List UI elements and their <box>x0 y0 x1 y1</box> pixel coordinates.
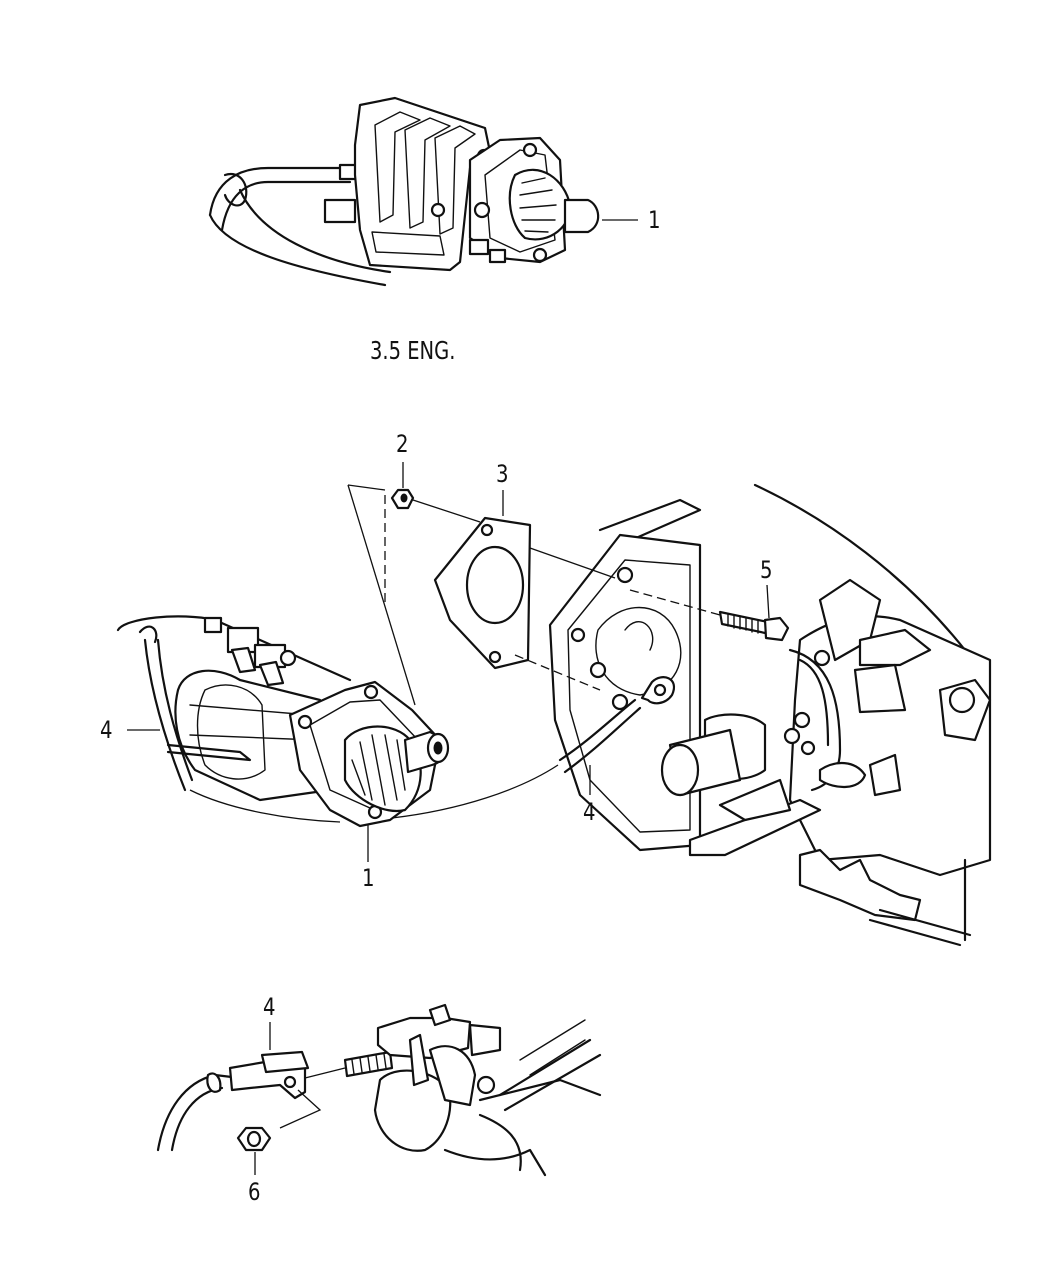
callout-main-starter: 1 <box>362 864 375 892</box>
alignment-lines <box>189 484 721 823</box>
callout-top-starter: 1 <box>648 206 661 234</box>
gasket <box>433 516 532 670</box>
nut-fastener <box>390 488 415 510</box>
callout-nut-bottom: 6 <box>248 1178 261 1206</box>
engine-caption: 3.5 ENG. <box>370 336 456 365</box>
callout-cable-mid: 4 <box>583 798 596 826</box>
top-starter-assembly <box>208 96 600 287</box>
bottom-detail-assembly <box>156 1003 602 1177</box>
bolt-fastener <box>718 610 790 642</box>
ground-cable-mid <box>558 676 675 774</box>
callout-cable-bottom: 4 <box>263 993 276 1021</box>
callout-nut: 2 <box>396 430 409 458</box>
transmission-housing <box>548 483 992 947</box>
callout-gasket: 3 <box>496 460 509 488</box>
callout-cable-left: 4 <box>100 716 113 744</box>
main-starter-assembly <box>116 615 450 828</box>
callout-bolt: 5 <box>760 556 773 584</box>
callout-leaders <box>127 462 770 862</box>
